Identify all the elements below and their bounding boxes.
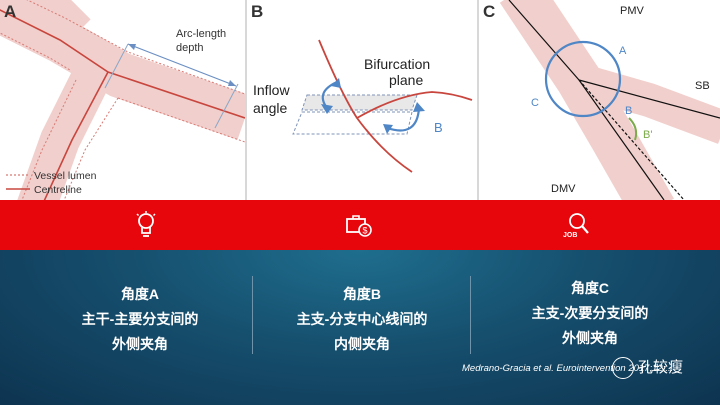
watermark-text: 孔较瘦 (638, 359, 684, 376)
panel-c-label: C (483, 2, 496, 21)
angle-c-description: 角度C 主支-次要分支间的 外侧夹角 (490, 276, 690, 351)
svg-text:$: $ (363, 226, 368, 236)
svg-text:JOB: JOB (563, 232, 577, 239)
watermark: 孔较瘦 (612, 356, 684, 380)
angle-b-line2: 主支-分支中心线间的 (296, 311, 428, 327)
legend-vessel-lumen: Vessel lumen (34, 170, 97, 182)
plane-label: plane (389, 72, 423, 88)
inflow-label: Inflow (253, 82, 290, 98)
panel-b-label: B (251, 2, 264, 21)
lightbulb-head-icon (131, 210, 161, 240)
sb-label: SB (695, 80, 710, 92)
panel-divider (477, 0, 479, 200)
angle-b-title: 角度B (342, 286, 382, 302)
angle-c-line2: 主支-次要分支间的 (531, 305, 649, 321)
dmv-label: DMV (551, 183, 576, 195)
citation: Medrano-Gracia et al. Eurointervention 2… (462, 363, 674, 374)
icon-bar: $ JOB (0, 200, 720, 250)
panel-b: Bifurcation plane Inflow angle B B (247, 0, 477, 200)
angle-b-marker: B (625, 105, 632, 117)
figure-area: Arc-length depth Vessel lumen Centreline… (0, 0, 720, 200)
panel-a: Arc-length depth Vessel lumen Centreline… (0, 0, 245, 200)
arc-length-label: Arc-length (176, 28, 226, 40)
angle-c-title: 角度C (570, 280, 610, 296)
angle-a-description: 角度A 主干-主要分支间的 外侧夹角 (40, 282, 240, 357)
angle-c-line3: 外侧夹角 (562, 330, 618, 346)
column-divider (252, 276, 253, 354)
description-area: 角度A 主干-主要分支间的 外侧夹角 角度B 主支-分支中心线间的 内侧夹角 角… (0, 250, 720, 405)
panel-a-label: A (4, 2, 17, 21)
angle-b-prime-marker: B' (643, 129, 652, 141)
panel-c: PMV SB DMV A C B B' C (479, 0, 720, 200)
panel-c-diagram: PMV SB DMV A C B B' (499, 0, 720, 200)
panel-a-diagram: Arc-length depth Vessel lumen Centreline (0, 0, 245, 200)
angle-b-line3: 内侧夹角 (334, 336, 390, 352)
job-search-icon: JOB (561, 210, 591, 240)
legend-centreline: Centreline (34, 184, 82, 196)
money-briefcase-icon: $ (344, 210, 374, 240)
angle-a-line2: 主干-主要分支间的 (81, 311, 199, 327)
angle-label: angle (253, 100, 287, 116)
bifurcation-label: Bifurcation (364, 56, 430, 72)
panel-divider (245, 0, 247, 200)
panel-b-diagram: Bifurcation plane Inflow angle B (253, 39, 473, 173)
wechat-icon (612, 357, 634, 380)
angle-a-marker: A (619, 45, 627, 57)
angle-c-marker: C (531, 97, 539, 109)
depth-label: depth (176, 42, 204, 54)
b-marker: B (434, 120, 443, 135)
column-divider (470, 276, 471, 354)
angle-a-title: 角度A (120, 286, 160, 302)
pmv-label: PMV (620, 5, 645, 17)
angle-b-description: 角度B 主支-分支中心线间的 内侧夹角 (262, 282, 462, 357)
angle-a-line3: 外侧夹角 (112, 336, 168, 352)
